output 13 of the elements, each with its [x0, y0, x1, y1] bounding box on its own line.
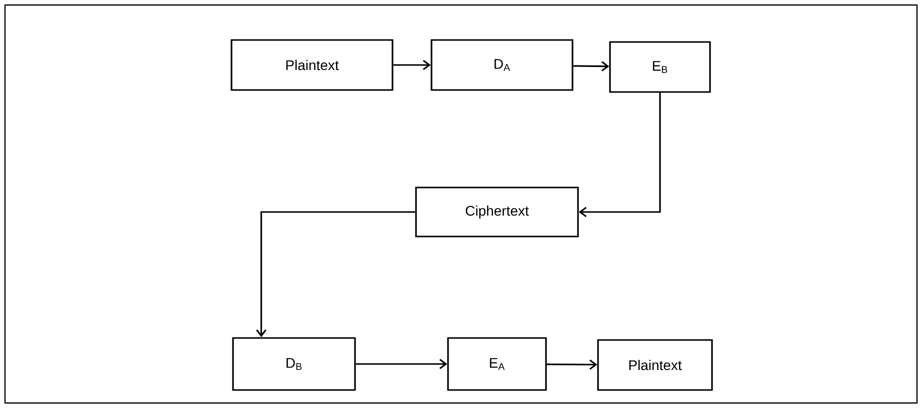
process-box: Ciphertext	[415, 186, 579, 238]
process-box: Plaintext	[597, 339, 713, 391]
arrow	[546, 359, 598, 370]
arrow	[573, 61, 610, 72]
process-box: E$_{B}$	[609, 41, 711, 93]
arrow	[578, 92, 661, 218]
process-box: D$_{A}$	[430, 39, 574, 91]
arrow	[256, 211, 416, 338]
arrow	[393, 60, 431, 70]
process-box: Plaintext	[230, 39, 394, 91]
arrow	[356, 358, 448, 370]
process-box: D$_{B}$	[232, 337, 356, 391]
process-box: E$_{A}$	[447, 337, 547, 391]
